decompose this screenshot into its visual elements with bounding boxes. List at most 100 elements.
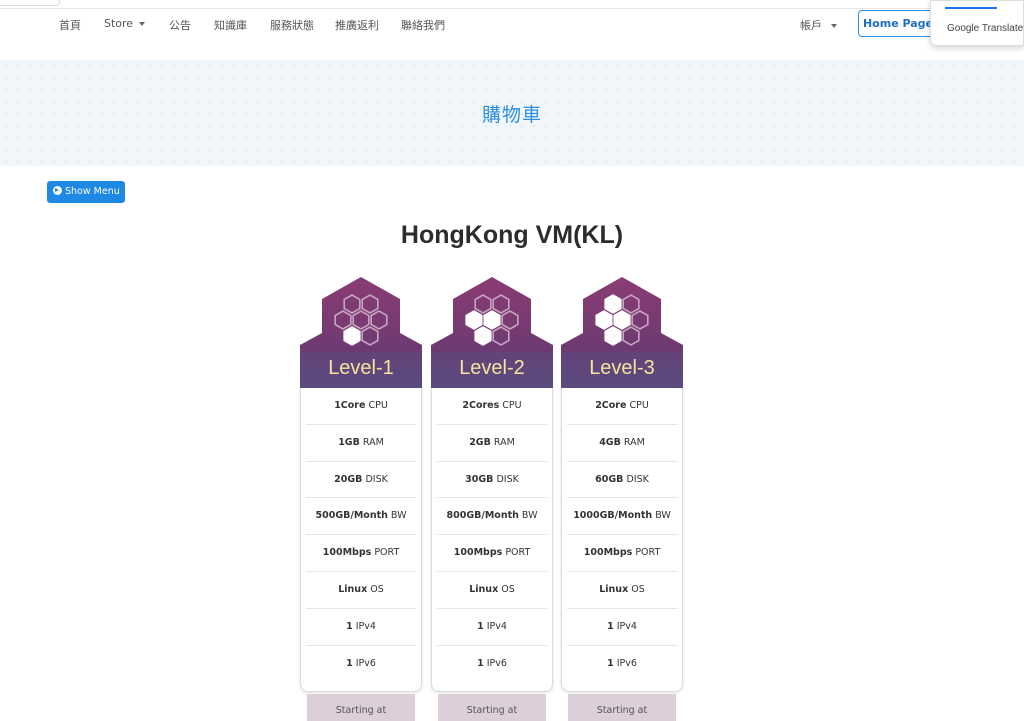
feature-value: 1Core (334, 400, 366, 411)
plan-feature-row: 100Mbps PORT (437, 535, 547, 572)
plan-level-label: Level-3 (589, 357, 655, 379)
hexagon-cluster-icon-2 (431, 277, 553, 388)
plan-level-label: Level-2 (459, 357, 525, 379)
plan-feature-row: 1 IPv4 (437, 609, 547, 646)
banner-title: 購物車 (481, 104, 542, 126)
plan-feature-row: 60GB DISK (567, 462, 677, 499)
plan-feature-row: 1GB RAM (306, 425, 416, 462)
feature-value: 60GB (595, 473, 624, 485)
feature-value: 2Core (595, 400, 627, 411)
nav-item-store[interactable]: Store (104, 17, 146, 30)
plan-feature-row: 20GB DISK (306, 462, 416, 499)
starting-at-label: Starting at (335, 705, 387, 716)
feature-value: Linux (599, 583, 629, 595)
plan-feature-row: Linux OS (437, 572, 547, 609)
feature-value: 100Mbps (453, 547, 503, 559)
feature-value: 800GB/Month (446, 510, 519, 522)
plan-feature-row: 2GB RAM (437, 425, 547, 462)
feature-unit: PORT (505, 547, 531, 559)
plan-feature-row: 100Mbps PORT (306, 535, 416, 572)
feature-unit: RAM (623, 436, 645, 448)
feature-unit: BW (521, 510, 538, 522)
feature-unit: IPv4 (616, 620, 637, 632)
chevron-down-icon (831, 24, 837, 28)
tab-stub (0, 0, 60, 6)
starting-at-label: Starting at (466, 705, 518, 716)
feature-unit: RAM (362, 436, 384, 448)
nav-item-account[interactable]: 帳戶 (800, 17, 837, 33)
feature-value: 4GB (599, 436, 621, 448)
nav-item-announcements[interactable]: 公告 (169, 19, 191, 32)
feature-unit: OS (501, 583, 515, 595)
arrow-circle-right-icon (53, 186, 62, 195)
show-menu-label: Show Menu (65, 186, 120, 197)
browser-top-strip (0, 0, 1024, 9)
home-page-button[interactable]: Home Page (858, 10, 938, 37)
hexagon-cluster-icon-1 (300, 277, 422, 388)
feature-unit: IPv4 (355, 620, 376, 632)
hexagon-cluster-icon-3 (561, 277, 683, 388)
nav-item-store-label: Store (104, 17, 134, 30)
google-translate-label: Google Translate (947, 23, 1024, 34)
plan-feature-row: 2Cores CPU (437, 388, 547, 425)
plan-feature-row: 30GB DISK (437, 462, 547, 499)
plan-feature-row: 800GB/Month BW (437, 498, 547, 536)
feature-value: 1000GB/Month (573, 510, 653, 522)
show-menu-button[interactable]: Show Menu (47, 181, 125, 203)
feature-value: 100Mbps (322, 547, 372, 559)
feature-unit: IPv6 (355, 657, 376, 669)
feature-unit: CPU (502, 400, 522, 411)
plan-feature-row: 1000GB/Month BW (567, 498, 677, 536)
feature-unit: IPv6 (616, 657, 637, 669)
plan-feature-row: 100Mbps PORT (567, 535, 677, 572)
nav-item-account-label: 帳戶 (800, 19, 822, 32)
feature-unit: CPU (629, 400, 649, 411)
feature-value: 2Cores (462, 400, 500, 411)
plan-level-label: Level-1 (328, 357, 394, 379)
feature-unit: OS (370, 583, 384, 595)
plan-header: Level-1 (300, 277, 422, 388)
feature-value: 1 (346, 657, 353, 669)
chevron-down-icon (139, 22, 146, 26)
feature-unit: DISK (626, 473, 649, 485)
plan-feature-row: Linux OS (567, 572, 677, 609)
plan-feature-row: 1 IPv4 (567, 609, 677, 646)
feature-value: 1 (477, 657, 484, 669)
feature-value: 1 (346, 620, 353, 632)
nav-item-home[interactable]: 首頁 (59, 19, 81, 32)
plan-feature-row: 1 IPv4 (306, 609, 416, 646)
nav-item-knowledgebase[interactable]: 知識庫 (214, 19, 247, 32)
feature-value: 500GB/Month (315, 510, 388, 522)
feature-unit: PORT (635, 547, 661, 559)
plan-feature-row: 2Core CPU (567, 388, 677, 425)
plan-price-box: Starting at (438, 694, 546, 721)
feature-value: 1 (607, 657, 614, 669)
nav-item-contact[interactable]: 聯絡我們 (401, 19, 445, 32)
feature-value: 2GB (469, 436, 491, 448)
plan-feature-row: Linux OS (306, 572, 416, 609)
feature-value: 30GB (465, 473, 494, 485)
plan-header: Level-3 (561, 277, 683, 388)
feature-value: Linux (338, 583, 368, 595)
feature-value: 1 (477, 620, 484, 632)
feature-value: Linux (469, 583, 499, 595)
page-header-banner: 購物車 (0, 60, 1024, 166)
feature-unit: OS (631, 583, 645, 595)
feature-unit: DISK (365, 473, 388, 485)
starting-at-label: Starting at (596, 705, 648, 716)
nav-item-server-status[interactable]: 服務狀態 (270, 19, 314, 32)
plan-feature-row: 1 IPv6 (567, 646, 677, 683)
plan-feature-row: 1 IPv6 (306, 646, 416, 683)
feature-unit: BW (655, 510, 671, 522)
feature-unit: BW (390, 510, 407, 522)
feature-unit: RAM (493, 436, 515, 448)
plan-header: Level-2 (431, 277, 553, 388)
nav-item-affiliates[interactable]: 推廣返利 (335, 19, 379, 32)
google-translate-widget[interactable]: Google Translate (930, 0, 1024, 46)
main-navbar: 首頁 Store 公告 知識庫 服務狀態 推廣返利 聯絡我們 帳戶 Home P… (0, 10, 1024, 60)
